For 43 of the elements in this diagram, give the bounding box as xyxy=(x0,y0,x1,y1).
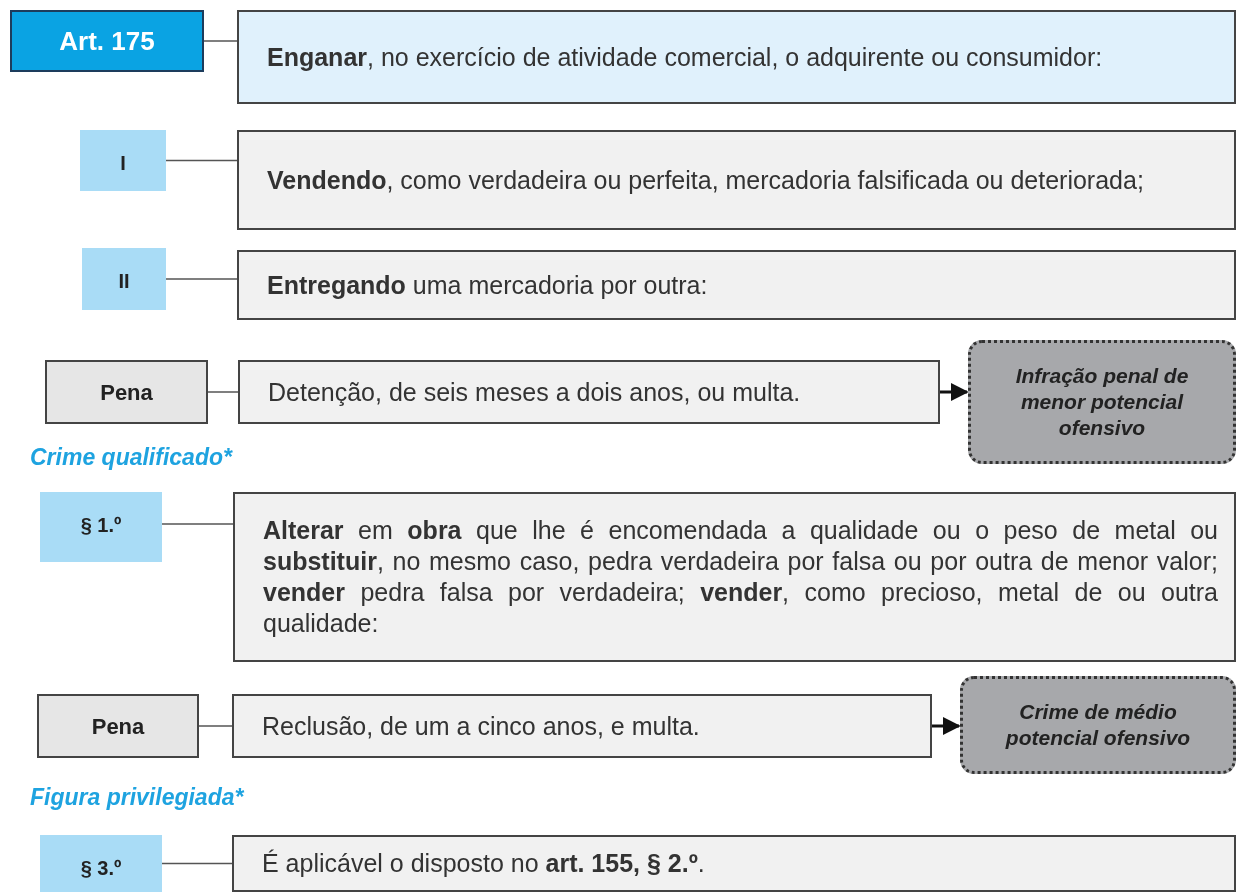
heading-text: I xyxy=(120,151,126,176)
penalty-box xyxy=(37,694,199,758)
heading-text: Pena xyxy=(100,378,153,407)
note-text: Infração penal de menor potencial ofensivo xyxy=(1014,363,1190,441)
text-box xyxy=(237,130,1236,230)
item-box xyxy=(80,130,166,191)
text-box xyxy=(238,360,940,424)
article-box xyxy=(10,10,204,72)
connector-line xyxy=(207,391,239,393)
item-box xyxy=(82,248,166,310)
heading-text: § 3.º xyxy=(80,856,122,881)
body-text: Alterar em obra que lhe é encomendada a qualidade ou o peso de metal ou substituir, no mesmo caso, pedra verdadeira por falsa ou por outra de menor valor; vender pedra falsa por verdadeira; vender, como precioso, metal de ou outra qualidade: xyxy=(263,515,1218,639)
arrow xyxy=(932,717,961,735)
heading-text: § 1.º xyxy=(80,513,122,538)
section-heading: Crime qualificado* xyxy=(30,444,232,471)
heading-text: Art. 175 xyxy=(59,25,155,57)
body-text: Detenção, de seis meses a dois anos, ou multa. xyxy=(268,376,802,408)
note-text: Crime de médio potencial ofensivo xyxy=(1004,699,1192,751)
note-box xyxy=(968,340,1236,464)
heading-text: II xyxy=(118,269,130,294)
text-box xyxy=(232,694,932,758)
body-text: Vendendo, como verdadeira ou perfeita, mercadoria falsificada ou deteriorada; xyxy=(267,164,1145,196)
connector-line xyxy=(165,278,238,280)
connector-line xyxy=(203,40,238,42)
body-text: Entregando uma mercadoria por outra: xyxy=(267,269,709,301)
connector-line xyxy=(161,523,234,525)
heading-text: Pena xyxy=(91,712,145,741)
text-box xyxy=(237,10,1236,104)
section-heading: Figura privilegiada* xyxy=(30,784,244,811)
connector-line xyxy=(165,159,238,162)
text-box xyxy=(237,250,1236,320)
body-text: É aplicável o disposto no art. 155, § 2.º. xyxy=(262,848,706,879)
connector-line xyxy=(161,862,233,865)
note-box xyxy=(960,676,1236,774)
connector-line xyxy=(198,725,233,727)
item-box xyxy=(40,492,162,562)
body-text: Reclusão, de um a cinco anos, e multa. xyxy=(262,710,701,742)
penalty-box xyxy=(45,360,208,424)
text-box xyxy=(232,835,1236,892)
text-box xyxy=(233,492,1236,662)
item-box xyxy=(40,835,162,892)
arrow xyxy=(940,383,969,401)
body-text: Enganar, no exercício de atividade comercial, o adquirente ou consumidor: xyxy=(267,41,1104,73)
